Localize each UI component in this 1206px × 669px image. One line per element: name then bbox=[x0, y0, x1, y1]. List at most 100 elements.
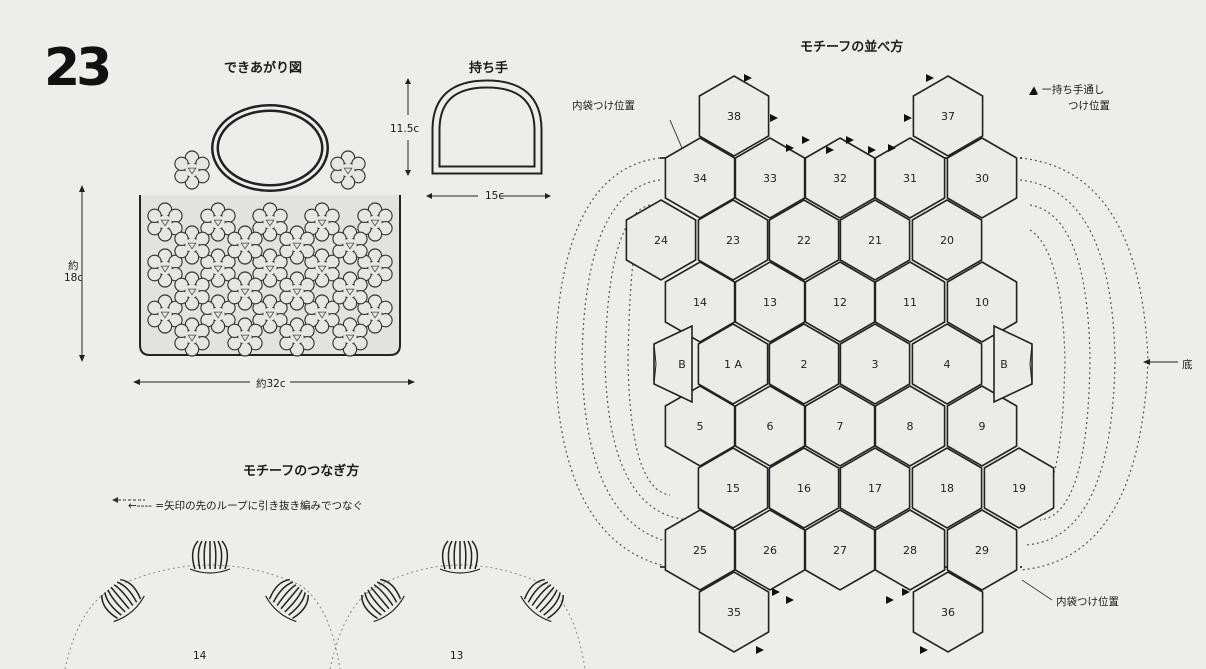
motif-number: 34 bbox=[693, 172, 707, 185]
motif-hexagon: 23 bbox=[697, 199, 769, 281]
motif-hexagon: 14 bbox=[664, 261, 736, 343]
half-motif-b: B bbox=[653, 324, 693, 404]
motif-hexagon: 1 A bbox=[697, 323, 769, 405]
flower-motif bbox=[174, 150, 210, 190]
inner-bag-pointer-bottom bbox=[1021, 579, 1053, 601]
motif-number: 38 bbox=[727, 110, 741, 123]
handle-title: 持ち手 bbox=[469, 61, 509, 76]
motif-number: B bbox=[1000, 358, 1008, 371]
motif-hexagon: 29 bbox=[946, 509, 1018, 591]
legend-line-2: つけ位置 bbox=[1068, 100, 1110, 112]
motif-hexagon: 30 bbox=[946, 137, 1018, 219]
motif-number: 1 A bbox=[724, 358, 742, 371]
handle-marker-icon bbox=[756, 646, 764, 654]
motif-number: 15 bbox=[726, 482, 740, 495]
motif-number: 27 bbox=[833, 544, 847, 557]
motif-number: 14 bbox=[693, 296, 707, 309]
handle-marker-icon bbox=[888, 144, 896, 152]
motif-hexagon: 35 bbox=[698, 571, 770, 653]
motif-number: 3 bbox=[872, 358, 879, 371]
motif-hexagon: 9 bbox=[946, 385, 1018, 467]
joining-note: ←---- =矢印の先のループに引き抜き編みでつなぐ bbox=[128, 500, 363, 512]
motif-hexagon: 26 bbox=[734, 509, 806, 591]
motif-number: 25 bbox=[693, 544, 707, 557]
motif-hexagon: 5 bbox=[664, 385, 736, 467]
motif-number: 32 bbox=[833, 172, 847, 185]
layout-title: モチーフの並べ方 bbox=[800, 40, 904, 55]
motif-hexagon: 15 bbox=[697, 447, 769, 529]
motif-number: 37 bbox=[941, 110, 955, 123]
motif-number: 28 bbox=[903, 544, 917, 557]
motif-number: 17 bbox=[868, 482, 882, 495]
motif-hexagon: 2 bbox=[768, 323, 840, 405]
handle-marker-icon bbox=[904, 114, 912, 122]
motif-hexagon: 25 bbox=[664, 509, 736, 591]
motif-number: 11 bbox=[903, 296, 917, 309]
motif-number: 5 bbox=[697, 420, 704, 433]
handle-marker-icon bbox=[886, 596, 894, 604]
motif-number: 33 bbox=[763, 172, 777, 185]
finished-width-label: 約32c bbox=[256, 378, 286, 390]
flower-motif bbox=[330, 150, 366, 190]
motif-hexagon: 7 bbox=[804, 385, 876, 467]
motif-number: 19 bbox=[1012, 482, 1026, 495]
handle-height-label: 11.5c bbox=[390, 123, 420, 135]
motif-hexagon: 10 bbox=[946, 261, 1018, 343]
finished-height-label-2: 18c bbox=[64, 272, 84, 284]
legend-triangle-icon bbox=[1029, 88, 1037, 95]
motif-number: 26 bbox=[763, 544, 777, 557]
pattern-number: 23 bbox=[44, 38, 112, 98]
joining-title: モチーフのつなぎ方 bbox=[243, 464, 360, 479]
handle-marker-icon bbox=[902, 588, 910, 596]
handle-marker-icon bbox=[868, 146, 876, 154]
motif-hexagon: 11 bbox=[874, 261, 946, 343]
motif-hexagon: 31 bbox=[874, 137, 946, 219]
motif-hexagon: 16 bbox=[768, 447, 840, 529]
joining-motif-label-13: 13 bbox=[450, 650, 464, 662]
motif-hexagon: 8 bbox=[874, 385, 946, 467]
motif-hexagon: 34 bbox=[664, 137, 736, 219]
joining-petal bbox=[439, 540, 481, 574]
motif-hexagon: 38 bbox=[698, 75, 770, 157]
motif-hexagon: 20 bbox=[911, 199, 983, 281]
motif-hexagon: 19 bbox=[983, 447, 1055, 529]
motif-number: 30 bbox=[975, 172, 989, 185]
motif-number: 29 bbox=[975, 544, 989, 557]
motif-number: 12 bbox=[833, 296, 847, 309]
motif-number: 2 bbox=[801, 358, 808, 371]
handle-marker-icon bbox=[926, 74, 934, 82]
joining-petal bbox=[361, 578, 405, 623]
fold-arrowhead bbox=[1143, 359, 1150, 365]
handle-marker-icon bbox=[744, 74, 752, 82]
motif-number: 35 bbox=[727, 606, 741, 619]
inner-bag-label-bottom: 内袋つけ位置 bbox=[1056, 596, 1119, 608]
joining-petal bbox=[520, 578, 564, 623]
joining-illustration bbox=[64, 497, 586, 669]
motif-number: 20 bbox=[940, 234, 954, 247]
finished-view-title: できあがり図 bbox=[224, 61, 303, 76]
finished-bag-illustration bbox=[79, 104, 415, 385]
motif-hexagon: 6 bbox=[734, 385, 806, 467]
motif-number: 6 bbox=[767, 420, 774, 433]
motif-hexagon: 12 bbox=[804, 261, 876, 343]
handle-marker-icon bbox=[802, 136, 810, 144]
inner-bag-label-top: 内袋つけ位置 bbox=[572, 100, 635, 112]
motif-number: 36 bbox=[941, 606, 955, 619]
motif-number: 4 bbox=[944, 358, 951, 371]
handle-marker-icon bbox=[770, 114, 778, 122]
motif-hexagon: 27 bbox=[804, 509, 876, 591]
motif-number: 8 bbox=[907, 420, 914, 433]
fold-label: 底 bbox=[1182, 359, 1193, 371]
finished-height-label-1: 約 bbox=[68, 260, 79, 272]
motif-hexagon: 37 bbox=[912, 75, 984, 157]
handle-width-label: 15c bbox=[485, 190, 505, 202]
motif-hexagon: 22 bbox=[768, 199, 840, 281]
motif-hexagon: 18 bbox=[911, 447, 983, 529]
motif-hexagon: 33 bbox=[734, 137, 806, 219]
motif-number: 9 bbox=[979, 420, 986, 433]
motif-number: 24 bbox=[654, 234, 668, 247]
motif-hexagon: 17 bbox=[839, 447, 911, 529]
motif-number: 7 bbox=[837, 420, 844, 433]
motif-number: 23 bbox=[726, 234, 740, 247]
